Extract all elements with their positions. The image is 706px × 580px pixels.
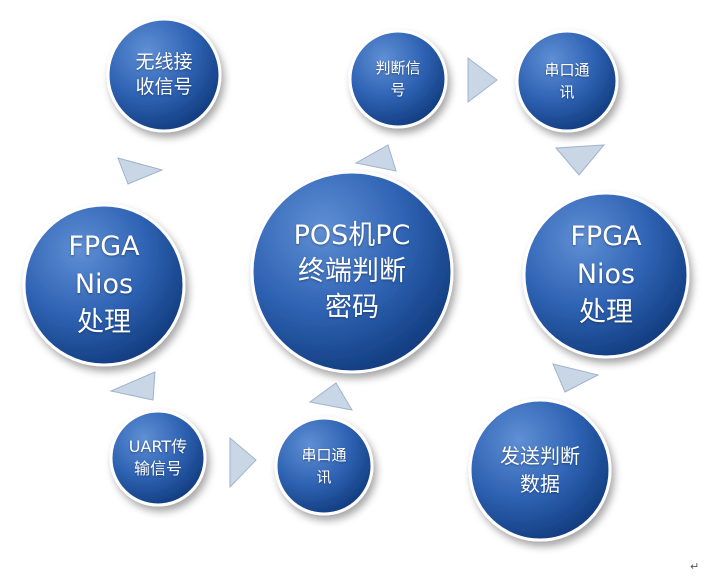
node-wireless <box>106 17 222 133</box>
arrow-icon <box>109 371 156 401</box>
node-judge-signal <box>348 29 448 129</box>
paragraph-return-mark: ↵ <box>690 560 700 573</box>
arrow-icon <box>229 436 257 489</box>
node-send-data <box>468 398 612 542</box>
arrow-group <box>109 56 606 489</box>
node-pos-pc <box>250 170 454 374</box>
node-fpga-right <box>522 191 690 359</box>
arrow-icon <box>554 144 606 176</box>
node-uart <box>109 409 207 507</box>
node-fpga-left <box>22 203 186 367</box>
arrow-icon <box>308 382 353 411</box>
arrow-icon <box>467 56 498 104</box>
node-serial-left <box>274 416 374 516</box>
arrow-icon <box>354 144 397 172</box>
node-serial-right <box>515 29 619 133</box>
arrow-icon <box>552 363 600 393</box>
arrow-icon <box>117 157 164 185</box>
